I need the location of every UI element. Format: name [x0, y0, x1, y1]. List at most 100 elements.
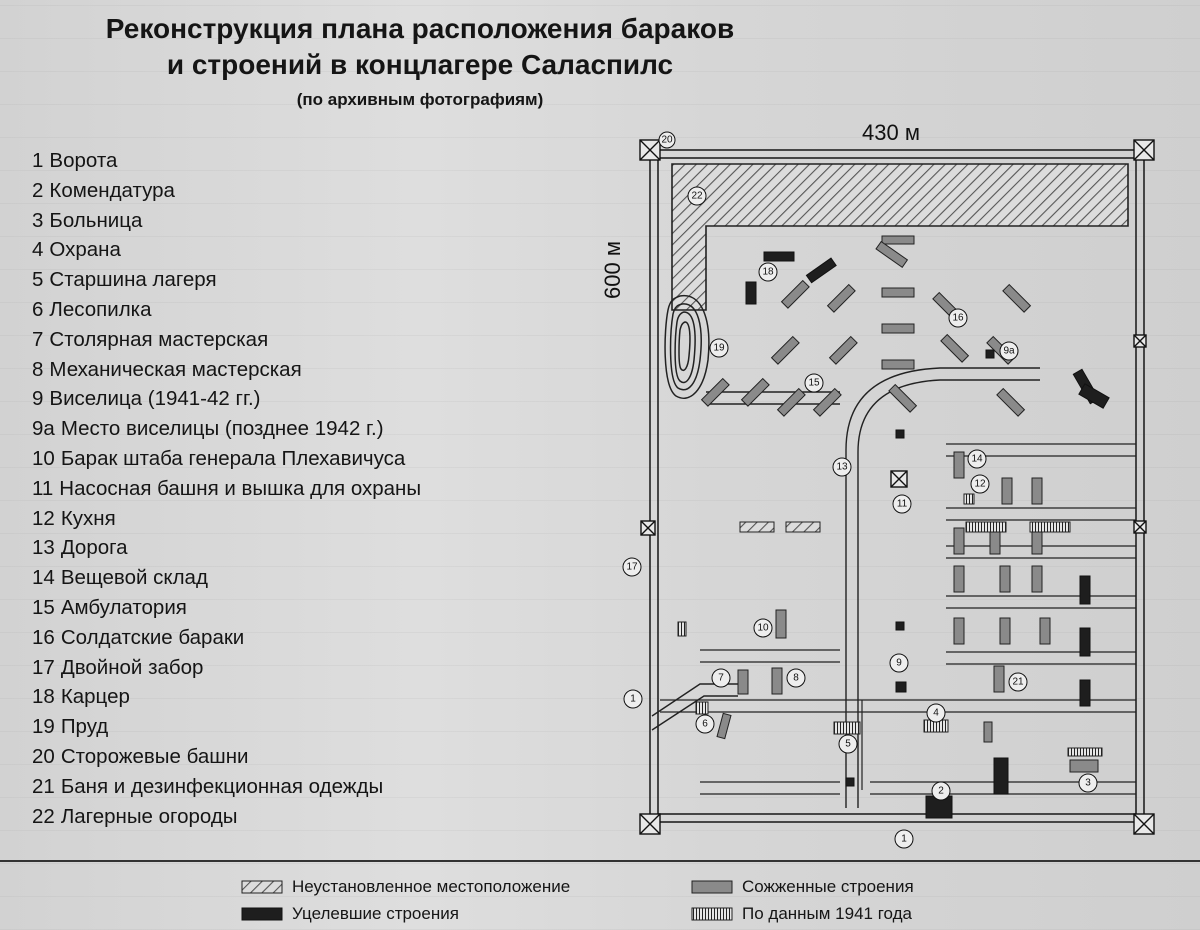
camp-gardens-area [671, 163, 1129, 311]
map-marker: 11 [892, 494, 912, 514]
legend-text: Больница [49, 208, 143, 232]
map-marker: 5 [838, 734, 858, 754]
legend-text: Барак штаба генерала Плехавичуса [60, 446, 406, 470]
legend-number: 11 [32, 476, 54, 500]
svg-text:16: 16 [952, 313, 964, 324]
svg-text:13: 13 [836, 462, 848, 473]
map-marker: 13 [832, 457, 852, 477]
legend-text: Старшина лагеря [49, 268, 217, 292]
survived-structures [745, 251, 1110, 819]
legend-text: Ворота [49, 149, 118, 172]
svg-text:8: 8 [793, 673, 799, 684]
legend-number: 9а [32, 417, 55, 441]
map-marker: 3 [1078, 773, 1098, 793]
svg-text:22: 22 [691, 191, 703, 202]
svg-text:2: 2 [938, 786, 944, 797]
watch-tower [1133, 813, 1155, 835]
legend-number: 7 [32, 327, 44, 351]
swatch-1941 [691, 907, 733, 921]
height-dimension-label: 600 м [600, 241, 625, 299]
legend-text: Кухня [60, 506, 116, 530]
svg-text:12: 12 [974, 479, 986, 490]
watch-tower [1133, 520, 1147, 534]
svg-text:15: 15 [808, 378, 820, 389]
legend-text: Дорога [60, 536, 128, 560]
barrack [881, 323, 915, 334]
barrack [983, 721, 993, 743]
map-marker: 4 [926, 703, 946, 723]
barrack [953, 527, 965, 555]
barrack [700, 377, 730, 407]
burned-structures [700, 235, 1099, 773]
watch-tower [639, 813, 661, 835]
width-dimension-label: 430 м [862, 120, 920, 145]
legend-divider [0, 860, 1200, 862]
legend-number: 5 [32, 268, 44, 292]
svg-text:9: 9 [896, 658, 902, 669]
barrack [999, 617, 1011, 645]
barrack [1039, 617, 1051, 645]
pond-contours [664, 294, 710, 399]
map-title-line-1: Реконструкция плана расположения бараков [105, 13, 735, 44]
legend-text: Насосная башня и вышка для охраны [59, 476, 422, 500]
map-marker: 16 [948, 308, 968, 328]
map-marker: 19 [709, 338, 729, 358]
map-marker: 12 [970, 474, 990, 494]
map-marker: 7 [711, 668, 731, 688]
legend-number: 1 [32, 149, 44, 172]
svg-text:1: 1 [630, 694, 636, 705]
legend-number: 19 [32, 715, 55, 739]
legend-text: Амбулатория [60, 595, 187, 619]
map-marker: 10 [753, 618, 773, 638]
legend-number: 12 [32, 506, 55, 530]
legend-number: 3 [32, 208, 44, 232]
svg-text:18: 18 [762, 267, 774, 278]
barrack [780, 279, 810, 309]
barrack [775, 609, 787, 639]
barrack [776, 387, 806, 417]
legend-number: 6 [32, 297, 44, 321]
map-marker: 14 [967, 449, 987, 469]
map-marker: 6 [695, 714, 715, 734]
svg-text:19: 19 [713, 343, 725, 354]
legend-number: 2 [32, 178, 44, 202]
svg-text:21: 21 [1012, 677, 1024, 688]
map-marker: 9 [889, 653, 909, 673]
legend-text: Виселица (1941-42 гг.) [49, 387, 261, 411]
map-marker: 17 [622, 557, 642, 577]
watch-tower [640, 520, 656, 536]
map-marker: 18 [758, 262, 778, 282]
unknown-location-structures [739, 521, 821, 533]
key-swatches [241, 880, 733, 921]
barrack [999, 565, 1011, 593]
svg-text:3: 3 [1085, 778, 1091, 789]
map-marker: 15 [804, 373, 824, 393]
barrack [1031, 477, 1043, 505]
barrack [1031, 565, 1043, 593]
svg-text:9а: 9а [1003, 346, 1015, 357]
watch-tower [1133, 334, 1147, 348]
watch-tower [1133, 139, 1155, 161]
pump-tower [890, 470, 908, 488]
legend-text: Карцер [60, 685, 130, 709]
legend-number: 9 [32, 387, 44, 411]
legend-number: 17 [32, 655, 55, 679]
barrack [716, 712, 732, 740]
map-markers: 20 22 18 16 9а 19 15 13 14 12 11 17 10 9… [622, 131, 1098, 849]
barrack [953, 617, 965, 645]
map-marker: 1 [623, 689, 643, 709]
svg-text:6: 6 [702, 719, 708, 730]
legend-text: Вещевой склад [60, 566, 208, 590]
